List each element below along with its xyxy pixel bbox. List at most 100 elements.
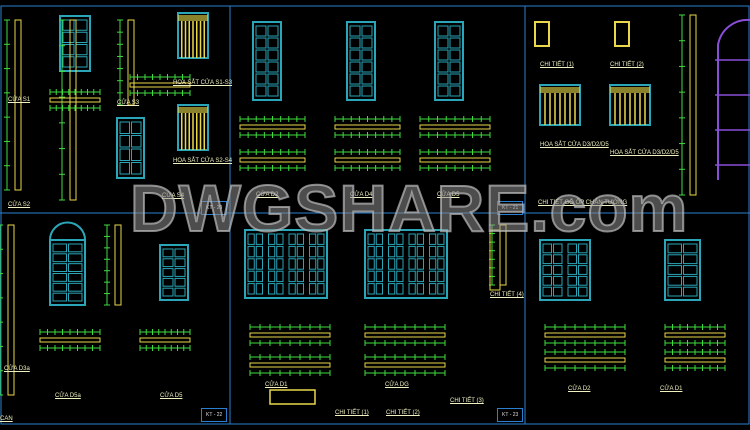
door-pane xyxy=(255,73,267,85)
door-pane xyxy=(62,19,75,31)
door-pane xyxy=(296,258,304,270)
door-pane xyxy=(247,245,255,258)
door-pane xyxy=(62,44,75,56)
door-pane xyxy=(296,283,304,295)
door-pane xyxy=(317,258,325,270)
door-pane xyxy=(449,73,461,85)
door-pane xyxy=(276,258,284,270)
door-pane xyxy=(667,275,682,286)
door-pane xyxy=(416,233,424,245)
door-pane xyxy=(296,233,304,245)
door-pane xyxy=(309,233,317,245)
label-cua-s4: CỬA S4 xyxy=(162,193,185,199)
door-pane xyxy=(309,245,317,258)
door-pane xyxy=(683,275,698,286)
door-pane xyxy=(162,248,174,258)
door-pane xyxy=(416,283,424,295)
label-detail-a: CHI TIẾT (1) xyxy=(540,62,574,68)
door-pane xyxy=(449,25,461,37)
label-detail-1: CHI TIẾT (1) xyxy=(335,410,369,416)
door-pane xyxy=(309,283,317,295)
door-pane xyxy=(396,233,404,245)
door-pane xyxy=(52,292,67,302)
label-cua-d5: CỬA D5 xyxy=(437,192,460,198)
door-pane xyxy=(131,148,142,161)
door-pane xyxy=(52,243,67,253)
door-pane xyxy=(52,273,67,282)
door-pane xyxy=(309,258,317,270)
door-pane xyxy=(408,258,416,270)
door-pane xyxy=(255,37,267,49)
door-pane xyxy=(317,245,325,258)
plan-section xyxy=(39,337,101,343)
door-d4-elevation xyxy=(346,21,376,101)
door-pane xyxy=(162,287,174,297)
door-pane xyxy=(296,245,304,258)
door-pane xyxy=(367,270,375,283)
door-pane xyxy=(52,282,67,292)
wall-section xyxy=(127,19,135,106)
label-grille-a: HOA SẮT CỬA D3/D2/D5 xyxy=(540,142,609,148)
door-pane xyxy=(429,245,437,258)
label-cua-d5b: CỬA D5 xyxy=(160,393,183,399)
door-pane xyxy=(388,270,396,283)
door-pane xyxy=(174,287,186,297)
door-pane xyxy=(542,243,552,254)
door-pane xyxy=(375,258,383,270)
door-pane xyxy=(553,254,563,265)
door-pane xyxy=(317,233,325,245)
door-pane xyxy=(255,85,267,97)
label-grille-s1s3: HOA SẮT CỬA S1-S3 xyxy=(173,80,233,86)
door-pane xyxy=(267,25,279,37)
wall-section xyxy=(14,19,22,191)
label-cua-s1: CỬA S1 xyxy=(8,97,31,103)
door-pane xyxy=(683,265,698,275)
door-pane xyxy=(174,248,186,258)
door-pane xyxy=(542,275,552,286)
door-pane xyxy=(361,85,373,97)
door-pane xyxy=(416,270,424,283)
door-pane xyxy=(449,61,461,73)
door-pane xyxy=(375,283,383,295)
door-pane xyxy=(437,233,445,245)
wall-section xyxy=(689,14,697,196)
door-pane xyxy=(361,73,373,85)
grille-band xyxy=(610,87,650,93)
label-detail-2: CHI TIẾT (2) xyxy=(386,410,420,416)
door-pane xyxy=(437,258,445,270)
plan-section xyxy=(239,157,306,163)
door-pane xyxy=(267,49,279,61)
door-pane xyxy=(268,258,276,270)
door-pane xyxy=(567,275,577,286)
door-s1-elevation xyxy=(59,15,91,72)
door-pane xyxy=(437,49,449,61)
door-pane xyxy=(667,286,682,297)
door-pane xyxy=(52,263,67,272)
door-pane xyxy=(449,49,461,61)
plan-section xyxy=(419,157,491,163)
door-pane xyxy=(578,275,588,286)
wall-section xyxy=(69,19,77,201)
label-cua-d1b: CỬA D1 xyxy=(660,386,683,392)
watermark: DWGSHARE.com xyxy=(129,170,689,246)
door-pane xyxy=(396,270,404,283)
door-pane xyxy=(361,25,373,37)
door-pane xyxy=(437,85,449,97)
door-pane xyxy=(437,270,445,283)
plan-section xyxy=(334,157,401,163)
door-pane xyxy=(388,233,396,245)
door-pane xyxy=(416,258,424,270)
door-pane xyxy=(247,283,255,295)
sheet-number-kt21: KT - 21 xyxy=(497,201,524,215)
door-pane xyxy=(553,243,563,254)
plan-section xyxy=(544,332,626,338)
door-pane xyxy=(255,25,267,37)
door-pane xyxy=(349,61,361,73)
door-pane xyxy=(52,253,67,263)
door-pane xyxy=(542,265,552,275)
door-pane xyxy=(542,286,552,297)
sheet-number-kt20: KT - 20 xyxy=(201,201,228,215)
door-pane xyxy=(68,243,83,253)
